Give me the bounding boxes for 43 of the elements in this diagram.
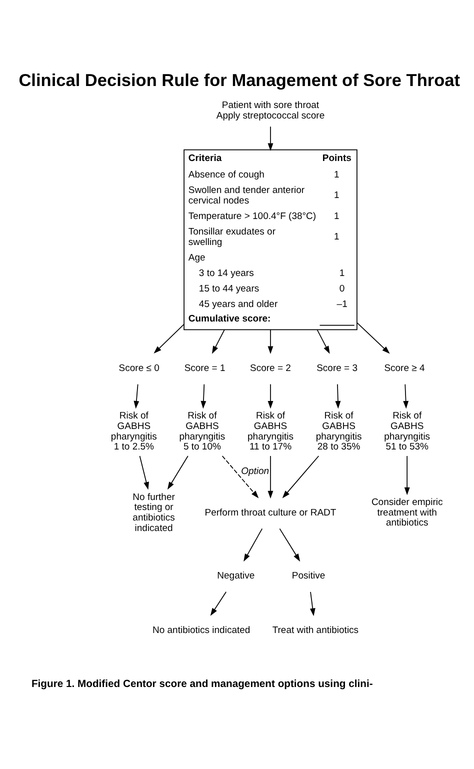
arrow — [268, 126, 274, 151]
arrow — [210, 590, 227, 616]
node-text: Score ≤ 0 — [118, 362, 160, 374]
node-text: Treat with antibiotics — [272, 624, 359, 636]
node-text: Score = 3 — [316, 362, 358, 374]
node-text: Score ≥ 4 — [384, 362, 425, 374]
arrow — [335, 383, 341, 408]
arrow — [404, 455, 410, 495]
arrow — [167, 455, 188, 490]
node-text: No further testing or antibiotics indicated — [132, 491, 175, 534]
arrow — [279, 528, 300, 562]
arrow — [139, 455, 149, 490]
node-text: Risk of GABHS pharyngitis 51 to 53% — [384, 410, 430, 452]
arrow — [212, 329, 225, 354]
node-text: Risk of GABHS pharyngitis 11 to 17% — [248, 410, 294, 452]
node-text: Risk of GABHS pharyngitis 1 to 2.5% — [110, 410, 157, 452]
caption: Figure 1. Modified Centor score and management options using clini- — [31, 678, 373, 690]
node-box: Criteria Points Absence of cough 1 Swollen and tender anterior cervical nodes 1 Temperature > 100.4°F (38°C) 1 Tonsillar exudates or swelling 1 Age 3 to 14 years 1 15 to 44 years 0 45 years and older –1 Cumulative score: — [184, 148, 358, 330]
node-text: Risk of GABHS pharyngitis 5 to 10% — [179, 410, 226, 452]
node-text: Patient with sore throat Apply streptococcal score — [216, 100, 325, 122]
node-text: No antibiotics indicated — [152, 624, 250, 636]
diagram-title: Clinical Decision Rule for Management of Sore Throat — [18, 69, 460, 90]
arrow — [316, 329, 330, 354]
node-text: Risk of GABHS pharyngitis 28 to 35% — [316, 410, 362, 452]
arrow — [268, 455, 274, 498]
node-text: Positive — [292, 570, 326, 581]
arrow — [200, 383, 206, 408]
node-text: Score = 1 — [184, 362, 226, 374]
arrow — [356, 322, 390, 354]
edge-label: Option — [241, 465, 270, 476]
node-text: Consider empiric treatment with antibiotics — [371, 496, 443, 528]
arrow — [244, 528, 263, 562]
node-text: Perform throat culture or RADT — [204, 506, 336, 518]
arrow — [403, 383, 409, 408]
arrow — [268, 383, 274, 408]
node-text: Negative — [217, 570, 255, 581]
arrow — [268, 329, 274, 354]
arrow — [282, 455, 320, 498]
arrow — [154, 323, 184, 354]
arrow — [134, 383, 140, 408]
arrow — [310, 590, 316, 616]
node-text: Score = 2 — [250, 362, 291, 374]
arrow — [222, 455, 259, 498]
